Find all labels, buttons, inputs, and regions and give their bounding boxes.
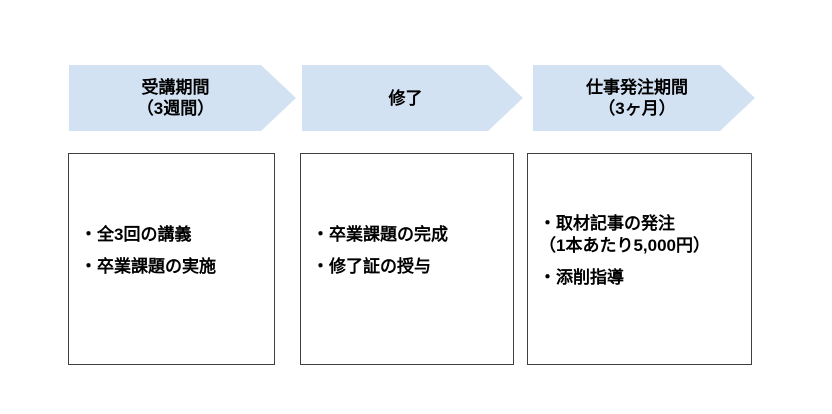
box-item: ・全3回の講義 (80, 225, 192, 244)
chevron-arrow-step-3: 仕事発注期間 （3ヶ月） (533, 65, 755, 131)
chevron-arrow-step-1: 受講期間 （3週間） (69, 65, 296, 131)
box-item: ・取材記事の発注 （1本あたり5,000円） (539, 214, 710, 255)
box-item: ・卒業課題の実施 (80, 257, 216, 276)
arrow-label-step-3: 仕事発注期間 （3ヶ月） (586, 78, 688, 118)
box-item: ・修了証の授与 (312, 257, 431, 276)
arrow-label-step-2: 修了 (388, 88, 423, 108)
box-item: ・卒業課題の完成 (312, 225, 448, 244)
process-box-step-3: ・取材記事の発注 （1本あたり5,000円） ・添削指導 (527, 153, 752, 365)
process-box-step-2: ・卒業課題の完成 ・修了証の授与 (300, 153, 514, 365)
chevron-arrow-step-2: 修了 (302, 65, 523, 131)
box-item: ・添削指導 (539, 268, 624, 287)
arrow-label-step-1: 受講期間 （3週間） (136, 78, 215, 118)
process-box-step-1: ・全3回の講義 ・卒業課題の実施 (68, 153, 275, 365)
